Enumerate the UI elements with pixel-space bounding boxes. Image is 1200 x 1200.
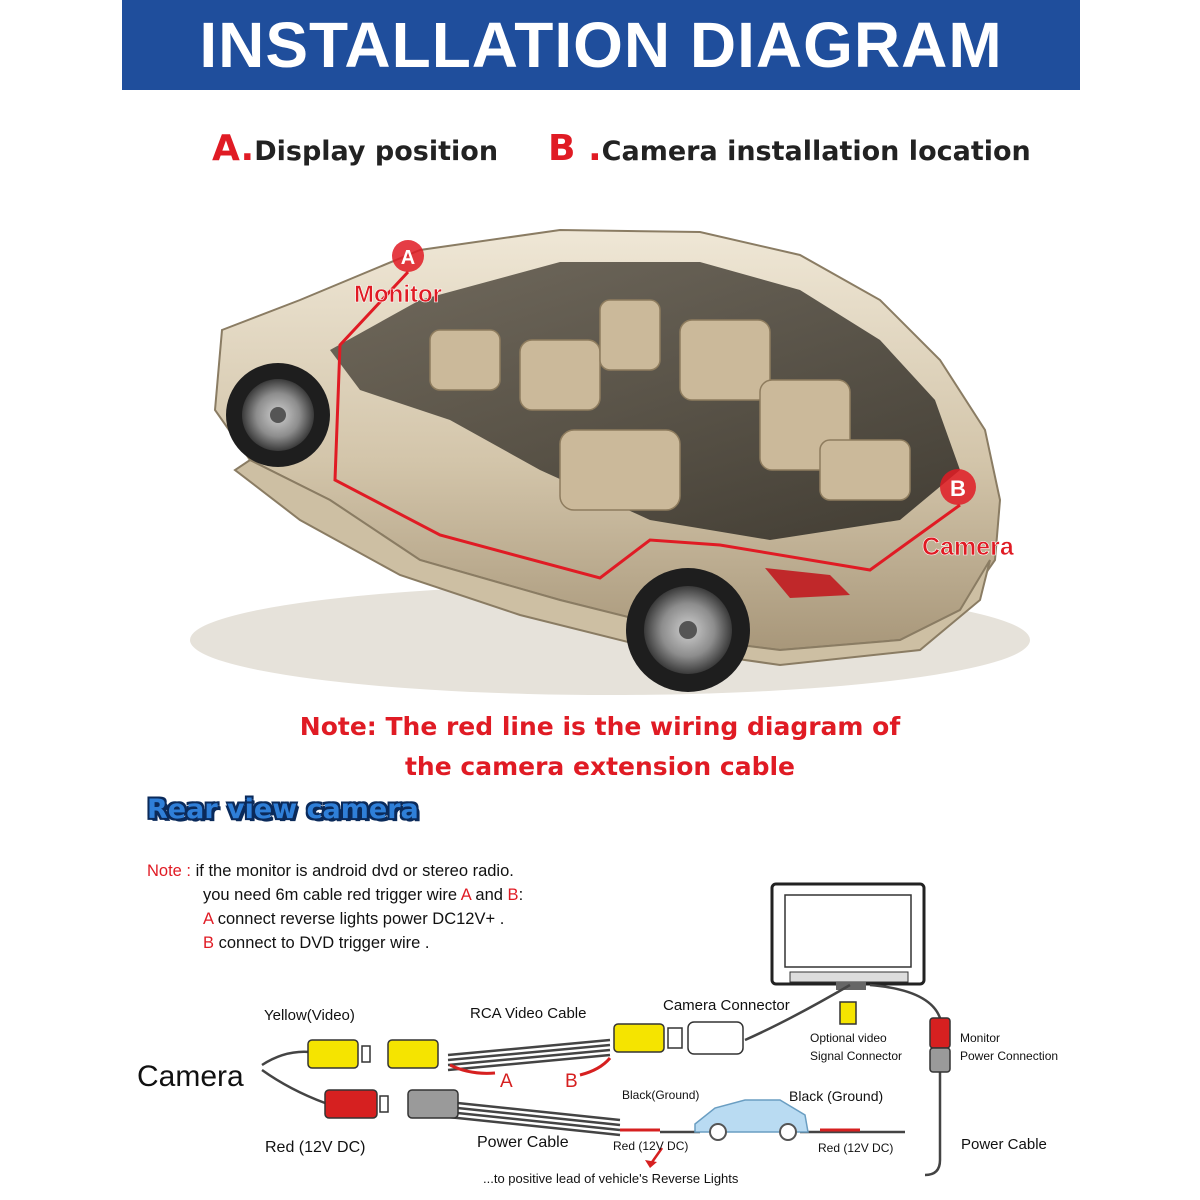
marker-a-label: Monitor [354,281,442,308]
wiring-note-line-2: the camera extension cable [404,752,796,781]
front-wheel [226,363,330,467]
label-power-cable-1: Power Cable [477,1134,569,1151]
label-black-ground-2: Black (Ground) [789,1088,883,1104]
label-camera-connector: Camera Connector [663,997,790,1014]
label-red-12v: Red (12V DC) [265,1139,365,1156]
page-title: INSTALLATION DIAGRAM [199,9,1003,81]
label-camera: Camera [137,1060,244,1093]
wiring-red-line [333,270,961,580]
legend-letter-b: B . [548,128,602,169]
label-wire-a: A [500,1071,513,1092]
arrow-head-icon [645,1160,657,1168]
label-black-ground-1: Black(Ground) [622,1088,699,1102]
small-note-text-4: connect to DVD trigger wire . [214,934,430,952]
small-note-and: and [470,886,508,904]
legend-display-position: A.Display position [212,128,498,169]
legend-letter-a: A. [212,128,255,169]
label-yellow-video: Yellow(Video) [264,1007,355,1024]
monitor-device [770,882,926,990]
label-rca-cable: RCA Video Cable [470,1005,586,1022]
small-note-line-3: A connect reverse lights power DC12V+ . [203,910,504,929]
small-note-line-2: you need 6m cable red trigger wire A and… [203,886,523,905]
marker-a: A Monitor [354,240,442,308]
small-note-text-1: if the monitor is android dvd or stereo … [195,862,514,880]
legend-label-a: Display position [254,136,499,167]
car-illustration: A Monitor B Camera [190,228,1030,695]
tail-light [765,568,850,598]
small-note-line-4-letter: B [203,934,215,952]
small-note-line-1: Note : if the monitor is android dvd or … [147,862,514,881]
marker-b: B Camera [922,469,1015,561]
camera-connector-plug [667,1021,744,1055]
small-note-line-4: B connect to DVD trigger wire . [203,934,430,953]
label-reverse-lights: ...to positive lead of vehicle's Reverse… [483,1171,739,1186]
legend-label-b: Camera installation location [601,136,1031,167]
title-banner: INSTALLATION DIAGRAM [122,0,1080,90]
marker-a-letter: A [401,247,415,269]
car-interior [429,299,911,511]
label-monitor-power-1: Monitor [960,1031,1000,1045]
yellow-plugs [307,1001,857,1069]
small-car-icon [694,1099,809,1141]
small-note-colon: : [518,886,524,904]
rear-view-title: Rear view camera [147,794,419,825]
label-red-12v-2: Red (12V DC) [613,1139,688,1153]
label-monitor-power-2: Power Connection [960,1049,1058,1063]
power-plugs [324,1017,951,1119]
marker-b-label: Camera [922,533,1015,561]
label-wire-b: B [565,1071,578,1092]
wiring-diagram: Camera Yellow(Video) RCA Video Cable Cam… [137,882,1058,1186]
label-red-12v-3: Red (12V DC) [818,1141,893,1155]
small-note-text-2: you need 6m cable red trigger wire [203,886,461,904]
label-power-cable-2: Power Cable [961,1136,1047,1153]
small-note-line-3-letter: A [203,910,214,928]
small-note-b: B [507,886,519,904]
marker-b-letter: B [950,476,966,501]
small-note-a: A [460,886,471,904]
label-optional-video-2: Signal Connector [810,1049,902,1063]
car-lower-body [233,458,991,667]
wiring-note-line-1: Note: The red line is the wiring diagram… [299,712,901,741]
small-note-prefix: Note : [147,862,196,880]
small-note-text-3: connect reverse lights power DC12V+ . [213,910,505,928]
legend-camera-location: B .Camera installation location [548,128,1031,169]
label-optional-video-1: Optional video [810,1031,887,1045]
rear-wheel [626,568,750,692]
